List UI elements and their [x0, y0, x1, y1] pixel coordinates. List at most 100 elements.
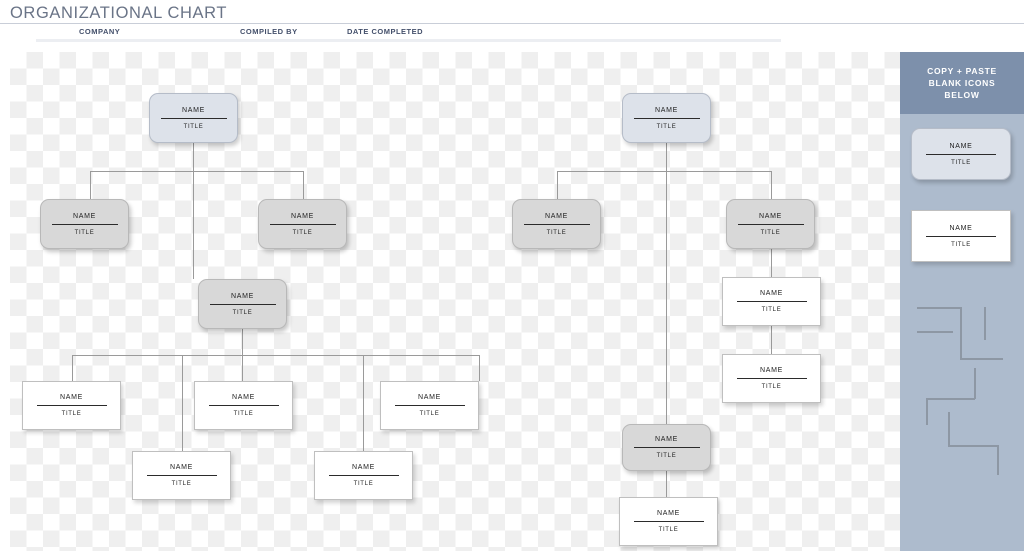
sidebar-connector-shape-2-bar-a[interactable]	[926, 398, 975, 400]
title-divider	[0, 23, 1024, 24]
org-node-R5-title: TITLE	[656, 453, 677, 459]
org-node-R6-name: NAME	[656, 510, 681, 517]
org-node-R3-rule	[736, 301, 807, 302]
connector-right-root-stem	[666, 143, 667, 171]
connector-right-chain-2	[771, 326, 772, 354]
connector-right-branch-a	[557, 171, 558, 199]
connector-right-chain-1	[771, 248, 772, 277]
connector-left-branch-a	[90, 171, 91, 199]
org-node-L4-title: TITLE	[61, 411, 82, 417]
org-node-L4[interactable]: NAME TITLE	[22, 381, 121, 430]
org-node-R1[interactable]: NAME TITLE	[512, 199, 601, 249]
sidebar-blank-node-blue[interactable]: NAME TITLE	[911, 128, 1011, 180]
org-node-R5-name: NAME	[654, 436, 679, 443]
org-node-L6-name: NAME	[417, 394, 442, 401]
org-node-R6-title: TITLE	[658, 527, 679, 533]
org-node-L6[interactable]: NAME TITLE	[380, 381, 479, 430]
page-title: ORGANIZATIONAL CHART	[10, 4, 228, 22]
org-node-L8-title: TITLE	[353, 481, 374, 487]
connector-left-drop-5	[479, 355, 480, 381]
org-node-R3-title: TITLE	[761, 307, 782, 313]
org-node-L5-rule	[208, 405, 279, 406]
connector-left-root-stem	[193, 143, 194, 171]
org-node-L1-name: NAME	[72, 212, 97, 220]
org-node-R2[interactable]: NAME TITLE	[726, 199, 815, 249]
sidebar-blank-node-white-title: TITLE	[951, 241, 971, 248]
sidebar-connector-shape-1-mid[interactable]	[917, 331, 953, 333]
connector-left-mid-stem	[242, 329, 243, 355]
org-node-L7-rule	[146, 475, 217, 476]
field-company[interactable]: COMPANY	[79, 27, 120, 40]
org-node-R5[interactable]: NAME TITLE	[622, 424, 711, 471]
org-node-L2-name: NAME	[290, 212, 315, 220]
org-node-L2-title: TITLE	[292, 229, 313, 236]
org-node-R1-name: NAME	[544, 212, 569, 220]
org-node-L1[interactable]: NAME TITLE	[40, 199, 129, 249]
connector-left-drop-1	[72, 355, 73, 381]
field-date-completed[interactable]: DATE COMPLETED	[347, 27, 423, 40]
sidebar-blank-node-white[interactable]: NAME TITLE	[911, 210, 1011, 262]
sidebar-blank-node-white-name: NAME	[949, 224, 973, 232]
org-node-L5-name: NAME	[231, 394, 256, 401]
org-node-L5[interactable]: NAME TITLE	[194, 381, 293, 430]
org-node-L3[interactable]: NAME TITLE	[198, 279, 287, 329]
sidebar-connector-shape-2-bar-b[interactable]	[948, 445, 998, 447]
sidebar-connector-shape-1-tick[interactable]	[984, 307, 986, 340]
sidebar-blank-node-white-rule	[926, 235, 996, 237]
connector-left-drop-4	[363, 355, 364, 451]
sidebar-blank-node-blue-name: NAME	[949, 142, 973, 150]
org-node-L7[interactable]: NAME TITLE	[132, 451, 231, 500]
org-node-R0-title: TITLE	[656, 123, 677, 130]
field-compiled-by[interactable]: COMPILED BY	[240, 27, 298, 40]
sidebar-header: COPY + PASTE BLANK ICONS BELOW	[900, 52, 1024, 114]
org-node-R1-title: TITLE	[546, 229, 567, 236]
org-node-R4-rule	[736, 378, 807, 379]
org-node-L6-title: TITLE	[419, 411, 440, 417]
org-node-L4-name: NAME	[59, 394, 84, 401]
org-node-R3[interactable]: NAME TITLE	[722, 277, 821, 326]
org-node-L8-name: NAME	[351, 464, 376, 471]
connector-left-drop-3	[242, 355, 243, 381]
org-node-L1-rule	[51, 223, 118, 225]
org-node-R0-rule	[633, 117, 700, 119]
org-node-L8-rule	[328, 475, 399, 476]
sidebar-blank-node-blue-title: TITLE	[951, 159, 971, 166]
org-node-L0-rule	[160, 117, 227, 119]
connector-right-branch-b	[771, 171, 772, 199]
org-node-R1-rule	[523, 223, 590, 225]
sidebar-connector-shape-2-stem-c[interactable]	[948, 412, 950, 446]
org-node-R4-title: TITLE	[761, 384, 782, 390]
org-node-R0-name: NAME	[654, 106, 679, 114]
org-node-L6-rule	[394, 405, 465, 406]
sidebar-connector-shape-2-stem-a[interactable]	[974, 368, 976, 399]
org-node-R6[interactable]: NAME TITLE	[619, 497, 718, 546]
org-node-L5-title: TITLE	[233, 411, 254, 417]
org-node-L2[interactable]: NAME TITLE	[258, 199, 347, 249]
org-node-L2-rule	[269, 223, 336, 225]
org-node-L7-name: NAME	[169, 464, 194, 471]
sidebar-connector-shape-1-stem[interactable]	[960, 307, 962, 359]
org-node-L0[interactable]: NAME TITLE	[149, 93, 238, 143]
sidebar-connector-shape-2-stem-d[interactable]	[997, 445, 999, 475]
org-node-L3-rule	[209, 303, 276, 305]
chart-canvas[interactable]: NAME TITLE NAME TITLE NAME TITLE NAME TI…	[10, 52, 900, 551]
field-entry-band[interactable]	[36, 39, 781, 42]
org-node-L3-name: NAME	[230, 292, 255, 300]
connector-left-level2-bar	[72, 355, 479, 356]
sidebar-connector-shape-1-bottom[interactable]	[960, 358, 1003, 360]
org-node-R6-rule	[633, 521, 704, 522]
org-node-R3-name: NAME	[759, 290, 784, 297]
connector-left-center-drop	[193, 171, 194, 279]
sidebar-connector-shape-1-top[interactable]	[917, 307, 960, 309]
org-node-R4[interactable]: NAME TITLE	[722, 354, 821, 403]
org-node-R0[interactable]: NAME TITLE	[622, 93, 711, 143]
org-node-L0-name: NAME	[181, 106, 206, 114]
org-node-R2-name: NAME	[758, 212, 783, 220]
blank-icons-sidebar[interactable]: COPY + PASTE BLANK ICONS BELOW NAME TITL…	[900, 52, 1024, 551]
sidebar-connector-shape-2-stem-b[interactable]	[926, 398, 928, 425]
connector-left-branch-b	[303, 171, 304, 199]
connector-right-level1-bar	[557, 171, 771, 172]
org-node-L4-rule	[36, 405, 107, 406]
connector-right-center-drop	[666, 171, 667, 424]
org-node-L8[interactable]: NAME TITLE	[314, 451, 413, 500]
